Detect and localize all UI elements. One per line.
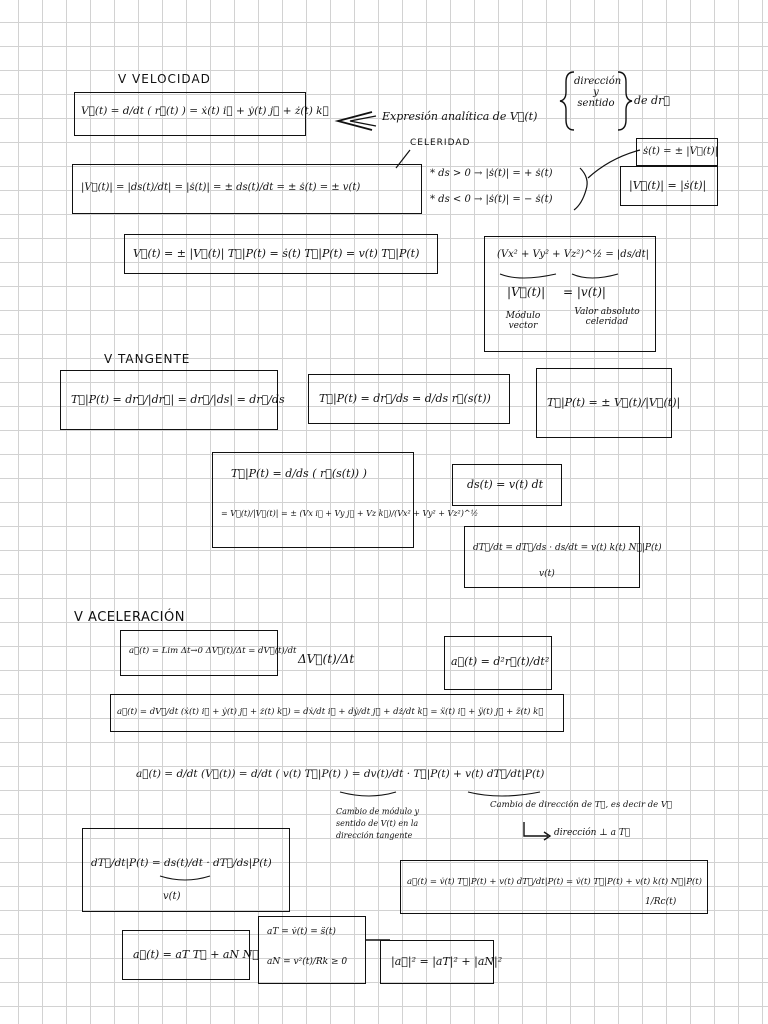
accel-decomposition-eq: a⃗(t) = d/dt (V⃗(t)) = d/dt ( v(t) T⃗|P(… bbox=[136, 768, 545, 780]
velocity-tangent-box: V⃗(t) = ± |V⃗(t)| T⃗|P(t) = ṡ(t) T⃗|P(t)… bbox=[124, 234, 438, 274]
section-title-aceleracion: V ACELERACIÓN bbox=[74, 610, 185, 625]
brace-right-label: de dr⃗ bbox=[634, 94, 670, 107]
accel-components-def-box: aT = v̇(t) = s̈(t) aN = v²(t)/Rk ≥ 0 bbox=[258, 916, 366, 984]
tangent-chain-rule-sub: v(t) bbox=[163, 891, 181, 902]
tangent-velocity-box: T⃗|P(t) = ± V⃗(t)/|V⃗(t)| bbox=[536, 368, 680, 438]
tangent-def-eq: T⃗|P(t) = dr⃗/|dr⃗| = dr⃗/|ds| = dr⃗/ds bbox=[71, 393, 285, 406]
arc-length-box: ds(t) = v(t) dt bbox=[452, 464, 562, 506]
components-abs: = |v(t)| bbox=[563, 285, 606, 299]
brace-list: dirección y sentido bbox=[574, 76, 622, 109]
accel-tn-eq: a⃗(t) = aT T⃗ + aN N⃗ bbox=[133, 948, 259, 961]
note-direction-change: Cambio de dirección de T⃗, es decir de V… bbox=[490, 800, 673, 810]
accel-components-box: a⃗(t) = dV⃗/dt (ẋ(t) i⃗ + ẏ(t) j⃗ + ż(t)… bbox=[110, 694, 564, 732]
accel-tangential-eq: aT = v̇(t) = s̈(t) bbox=[267, 927, 336, 937]
celeridad-label: CELERIDAD bbox=[410, 138, 471, 148]
accel-second-derivative-eq: a⃗(t) = d²r⃗(t)/dt² bbox=[451, 655, 550, 668]
velocity-definition-box: V⃗(t) = d/dt ( r⃗(t) ) = ẋ(t) i⃗ + ẏ(t) … bbox=[74, 92, 329, 136]
accel-limit-eq: a⃗(t) = Lim Δt→0 ΔV⃗(t)/Δt = dV⃗(t)/dt bbox=[129, 646, 297, 656]
tangent-arc-box: T⃗|P(t) = dr⃗/ds = d/ds r⃗(s(t)) bbox=[308, 374, 510, 424]
case-positive: * ds > 0 → |ṡ(t)| = + ṡ(t) bbox=[430, 168, 553, 179]
accel-tn-box: a⃗(t) = aT T⃗ + aN N⃗ bbox=[122, 930, 259, 980]
tangent-chain-eq-bottom: = V⃗(t)/|V⃗(t)| = ± (Vx i⃗ + Vy j⃗ + Vz … bbox=[221, 509, 479, 518]
tangent-velocity-eq: T⃗|P(t) = ± V⃗(t)/|V⃗(t)| bbox=[547, 396, 681, 409]
accel-second-derivative-box: a⃗(t) = d²r⃗(t)/dt² bbox=[444, 636, 552, 690]
components-label-a: Módulo vector bbox=[505, 311, 541, 331]
accel-magnitude-box: |a⃗|² = |aT|² + |aN|² bbox=[380, 940, 502, 984]
accel-intrinsic-sub: 1/Rc(t) bbox=[645, 897, 677, 907]
velocity-definition-eq: V⃗(t) = d/dt ( r⃗(t) ) = ẋ(t) i⃗ + ẏ(t) … bbox=[81, 105, 329, 117]
accel-magnitude-eq: |a⃗|² = |aT|² + |aN|² bbox=[391, 955, 503, 968]
components-module: |V⃗(t)| bbox=[507, 285, 546, 299]
tangent-chain-rule-box: dT⃗/dt|P(t) = ds(t)/dt · dT⃗/ds|P(t) v(t… bbox=[82, 828, 290, 912]
arc-length-eq: ds(t) = v(t) dt bbox=[467, 478, 544, 491]
case-negative: * ds < 0 → |ṡ(t)| = − ṡ(t) bbox=[430, 194, 553, 205]
section-title-tangente: V TANGENTE bbox=[104, 352, 191, 366]
modulus-box: |V⃗(t)| = |ṡ(t)| bbox=[620, 166, 718, 206]
tangent-chain-box: T⃗|P(t) = d/ds ( r⃗(s(t)) ) = V⃗(t)/|V⃗(… bbox=[212, 452, 478, 548]
brace-item: y bbox=[593, 87, 599, 98]
sdot-eq: ṡ(t) = ± |V⃗(t)| bbox=[643, 146, 719, 157]
accel-components-eq: a⃗(t) = dV⃗/dt (ẋ(t) i⃗ + ẏ(t) j⃗ + ż(t)… bbox=[117, 707, 544, 717]
accel-limit-box: a⃗(t) = Lim Δt→0 ΔV⃗(t)/Δt = dV⃗(t)/dt bbox=[120, 630, 296, 676]
tangent-derivative-sub: v(t) bbox=[539, 569, 555, 579]
tangent-chain-eq-top: T⃗|P(t) = d/ds ( r⃗(s(t)) ) bbox=[231, 467, 367, 480]
accel-side-fraction: ΔV⃗(t)/Δt bbox=[298, 652, 355, 666]
accel-intrinsic-box: a⃗(t) = v̇(t) T⃗|P(t) + v(t) dT⃗/dt|P(t)… bbox=[400, 860, 708, 914]
brace-item: dirección bbox=[574, 76, 622, 87]
tangent-chain-rule-eq: dT⃗/dt|P(t) = ds(t)/dt · dT⃗/ds|P(t) bbox=[91, 857, 272, 869]
note-perpendicular: dirección ⊥ a T⃗ bbox=[554, 828, 631, 838]
modulus-eq: |V⃗(t)| = |ṡ(t)| bbox=[629, 179, 707, 192]
tangent-derivative-eq: dT⃗/dt = dT⃗/ds · ds/dt = v(t) k(t) N⃗|P… bbox=[473, 543, 662, 553]
section-title-velocidad: V VELOCIDAD bbox=[118, 72, 211, 86]
tangent-arc-eq: T⃗|P(t) = dr⃗/ds = d/ds r⃗(s(t)) bbox=[319, 392, 491, 405]
sdot-box: ṡ(t) = ± |V⃗(t)| bbox=[636, 138, 718, 166]
accel-intrinsic-eq: a⃗(t) = v̇(t) T⃗|P(t) + v(t) dT⃗/dt|P(t)… bbox=[407, 877, 702, 887]
velocity-tangent-eq: V⃗(t) = ± |V⃗(t)| T⃗|P(t) = ṡ(t) T⃗|P(t)… bbox=[133, 247, 420, 260]
components-box: (Vx² + Vy² + Vz²)^½ = |ds/dt| |V⃗(t)| = … bbox=[484, 236, 656, 352]
tangent-def-box: T⃗|P(t) = dr⃗/|dr⃗| = dr⃗/|ds| = dr⃗/ds bbox=[60, 370, 285, 430]
celeridad-eq: |V⃗(t)| = |ds(t)/dt| = |ṡ(t)| = ± ds(t)/… bbox=[81, 182, 361, 193]
components-label-b: Valor absoluto celeridad bbox=[574, 307, 640, 327]
tangent-derivative-box: dT⃗/dt = dT⃗/ds · ds/dt = v(t) k(t) N⃗|P… bbox=[464, 526, 662, 588]
celeridad-box: |V⃗(t)| = |ds(t)/dt| = |ṡ(t)| = ± ds(t)/… bbox=[72, 164, 422, 214]
accel-normal-eq: aN = v²(t)/Rk ≥ 0 bbox=[267, 957, 348, 967]
note-magnitude-change: Cambio de módulo y sentido de V(t) en la… bbox=[336, 807, 420, 840]
analytic-expression-note: Expresión analítica de V⃗(t) bbox=[382, 110, 538, 123]
components-eq: (Vx² + Vy² + Vz²)^½ = |ds/dt| bbox=[497, 249, 649, 260]
brace-item: sentido bbox=[577, 98, 615, 109]
